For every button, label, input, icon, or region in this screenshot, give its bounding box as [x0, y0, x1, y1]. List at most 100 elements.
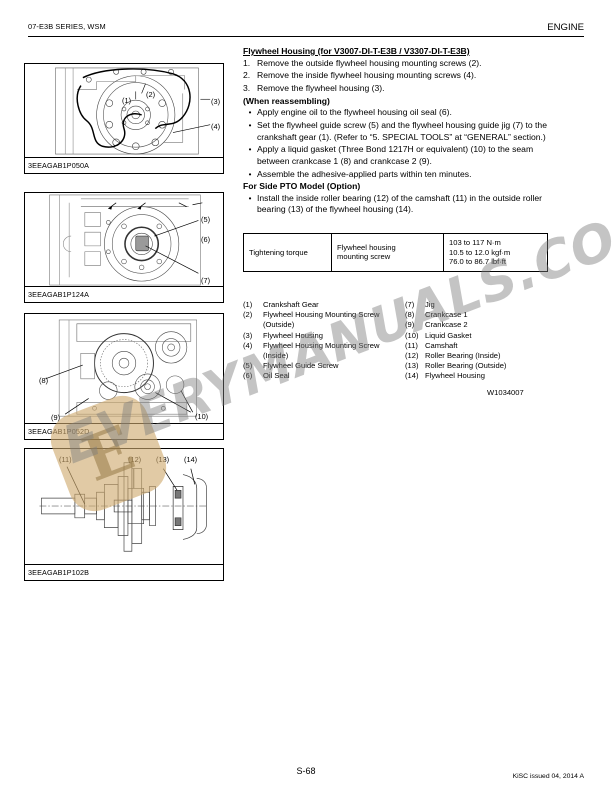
- legend-entry: (7) Jig: [405, 300, 550, 310]
- legend-value: (Outside): [263, 320, 295, 330]
- figure-2-callout-6: (6): [201, 235, 211, 244]
- bullet-text: Set the flywheel guide screw (5) and the…: [257, 120, 547, 142]
- procedure-step: 1. Remove the outside flywheel housing m…: [243, 58, 548, 69]
- figure-3-drawing: [25, 314, 223, 424]
- tightening-torque-table: Tightening torque Flywheel housing mount…: [243, 233, 548, 272]
- figure-1-callout-1: (1): [122, 96, 132, 105]
- legend-number: (6): [243, 371, 253, 381]
- legend-number: (1): [243, 300, 253, 309]
- legend-number: [243, 320, 263, 330]
- header-rule: [28, 36, 584, 37]
- torque-value-kgfm: 10.5 to 12.0 kgf·m: [449, 247, 511, 257]
- torque-label-cell: Tightening torque: [244, 234, 332, 271]
- reassembling-heading: (When reassembling): [243, 95, 330, 106]
- figure-1-callout-3: (3): [211, 97, 221, 106]
- legend-value: Roller Bearing (Outside): [425, 361, 507, 371]
- legend-value: Flywheel Housing: [425, 371, 485, 381]
- legend-value: Flywheel Housing Mounting Screw: [263, 310, 380, 320]
- legend-entry: (4) Flywheel Housing Mounting Screw: [243, 341, 403, 351]
- legend-number: (9): [405, 320, 415, 330]
- legend-value: Camshaft: [425, 340, 458, 350]
- legend-value: Crankcase 2: [425, 320, 468, 330]
- step-number: 3.: [243, 83, 251, 94]
- bullet-text: Apply engine oil to the flywheel housing…: [257, 107, 452, 118]
- figure-4-callout-12: (12): [128, 455, 142, 464]
- legend-number: (12): [405, 351, 419, 361]
- figure-panel-3: (8) (9) (10) 3EEAGAB1P052D: [24, 313, 224, 440]
- legend-number: (11): [405, 340, 418, 350]
- legend-entry: (3) Flywheel Housing: [243, 331, 403, 341]
- figure-3-caption: 3EEAGAB1P052D: [25, 423, 223, 439]
- legend-entry: (5)Flywheel Guide Screw: [243, 361, 403, 371]
- legend-number: (14): [405, 371, 419, 381]
- step-text: Remove the flywheel housing (3).: [257, 83, 385, 94]
- figure-1-caption: 3EEAGAB1P050A: [25, 157, 223, 173]
- legend-entry: (Outside): [243, 320, 403, 330]
- section-title: Flywheel Housing (for V3007-DI-T-E3B / V…: [243, 46, 470, 56]
- drawing-reference-code: W1034007: [487, 388, 524, 397]
- figure-4-caption: 3EEAGAB1P102B: [25, 564, 223, 580]
- bullet-text: Apply a liquid gasket (Three Bond 1217H …: [257, 144, 534, 166]
- legend-entry: (1) Crankshaft Gear: [243, 300, 403, 310]
- figure-2-drawing: [25, 193, 223, 287]
- figure-1-callout-2: (2): [146, 90, 156, 99]
- parts-legend: (1) Crankshaft Gear (2)Flywheel Housing M…: [243, 300, 548, 390]
- legend-column-right: (7)Jig (8)Crankcase 1 (9)Crankcase 2 (10…: [405, 300, 550, 382]
- footer-issue-note: KiSC issued 04, 2014 A: [512, 773, 584, 780]
- legend-entry: (14) Flywheel Housing: [405, 371, 550, 381]
- pto-heading: For Side PTO Model (Option): [243, 181, 361, 192]
- figure-3-callout-8: (8): [39, 376, 49, 385]
- step-text: Remove the inside flywheel housing mount…: [257, 70, 477, 81]
- figure-panel-2: (5) (6) (7) 3EEAGAB1P124A: [24, 192, 224, 303]
- legend-value: Roller Bearing (Inside): [425, 351, 501, 361]
- figure-4-drawing: [25, 449, 223, 565]
- legend-value: Oil Seal: [263, 371, 290, 381]
- step-number: 2.: [243, 70, 251, 81]
- torque-item-line-1: Flywheel housing: [337, 242, 396, 252]
- reassembling-bullet: • Assemble the adhesive-applied parts wi…: [243, 169, 548, 180]
- legend-value: Crankshaft Gear: [263, 300, 319, 309]
- legend-value: Jig: [425, 300, 435, 309]
- legend-entry: (9) Crankcase 2: [405, 320, 550, 330]
- page-header: 07-E3B SERIES, WSM ENGINE: [28, 22, 584, 38]
- bullet-marker: •: [248, 145, 252, 155]
- figure-4-callout-13: (13): [156, 455, 170, 464]
- reassembling-bullet: • Apply engine oil to the flywheel housi…: [243, 107, 548, 118]
- header-series-label: 07-E3B SERIES, WSM: [28, 22, 106, 31]
- legend-column-left: (1) Crankshaft Gear (2)Flywheel Housing M…: [243, 300, 403, 382]
- bullet-marker: •: [248, 121, 252, 131]
- legend-number: (13): [405, 361, 419, 371]
- page-number: S-68: [296, 766, 316, 776]
- figure-panel-4: (11) (12) (13) (14) 3EEAGAB1P102B: [24, 448, 224, 581]
- legend-value: Flywheel Housing: [263, 330, 323, 340]
- figure-2-callout-7: (7): [201, 276, 211, 285]
- legend-value: Flywheel Housing Mounting Screw: [263, 340, 380, 350]
- figure-3-callout-9: (9): [51, 413, 61, 422]
- header-chapter-label: ENGINE: [547, 22, 584, 33]
- step-text: Remove the outside flywheel housing moun…: [257, 57, 482, 68]
- figure-1-drawing: [25, 64, 223, 158]
- torque-value-nm: 103 to 117 N·m: [449, 238, 501, 247]
- figure-1-callout-4: (4): [211, 122, 221, 131]
- figure-2-callout-5: (5): [201, 215, 211, 224]
- procedure-step: 2. Remove the inside flywheel housing mo…: [243, 70, 548, 81]
- legend-number: (7): [405, 300, 415, 309]
- legend-number: (4): [243, 340, 253, 350]
- legend-entry: (11) Camshaft: [405, 341, 550, 351]
- legend-number: (8): [405, 310, 415, 320]
- legend-entry: (10)Liquid Gasket: [405, 331, 550, 341]
- legend-value: (Inside): [263, 351, 289, 361]
- reassembling-bullet: • Apply a liquid gasket (Three Bond 1217…: [243, 144, 548, 167]
- bullet-marker: •: [248, 169, 252, 179]
- legend-entry: (Inside): [243, 351, 403, 361]
- figure-panel-1: (1) (2) (3) (4) 3EEAGAB1P050A: [24, 63, 224, 174]
- torque-item-cell: Flywheel housing mounting screw: [332, 234, 444, 271]
- bullet-text: Install the inside roller bearing (12) o…: [257, 192, 543, 215]
- procedure-text-column: Flywheel Housing (for V3007-DI-T-E3B / V…: [243, 46, 548, 215]
- torque-value-lbfft: 76.0 to 86.7 lbf·ft: [449, 257, 506, 267]
- figure-4-callout-14: (14): [184, 455, 198, 464]
- legend-entry: (2)Flywheel Housing Mounting Screw: [243, 310, 403, 320]
- legend-number: [243, 351, 263, 361]
- legend-number: (3): [243, 330, 253, 340]
